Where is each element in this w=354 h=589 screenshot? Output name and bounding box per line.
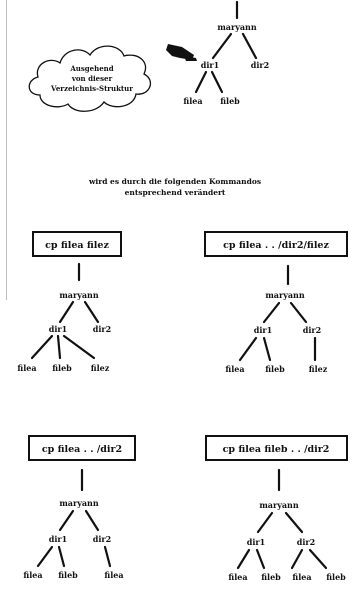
tree-dir1-label: dir1: [49, 324, 67, 334]
tree-root-label: maryann: [265, 290, 305, 300]
example-3: cp filea . . /dir2 maryann dir1 dir2 fil…: [23, 435, 136, 580]
command-box: [32, 231, 122, 257]
caption: wird es durch die folgenden Kommandos en…: [88, 177, 261, 197]
tree-root-label: maryann: [59, 498, 99, 508]
tree-dir1-label: dir1: [201, 60, 219, 70]
edge-root-dir2: [84, 509, 100, 532]
command-text: cp filea filez: [45, 240, 109, 251]
tree-dir2-label: dir2: [93, 324, 111, 334]
command-text: cp filea . . /dir2: [42, 444, 122, 455]
command-box: [204, 231, 348, 257]
tree-file-label: filea: [104, 570, 123, 580]
edge-dir1-child: [56, 334, 62, 360]
tree-root-label: maryann: [59, 290, 99, 300]
edge-dir1-child: [238, 336, 258, 362]
edge-root-dir1: [256, 511, 274, 534]
tree-file-label: filez: [91, 363, 110, 373]
edge-dir2-child: [290, 548, 304, 570]
top-tree: maryann dir1 dir2 filea fileb: [183, 0, 269, 106]
edge-dir2-child: [103, 545, 112, 568]
tree-file-label: filea: [23, 570, 42, 580]
edge-dir1-child: [255, 548, 266, 570]
edge-dir1-fileb: [210, 70, 224, 94]
tree-fileb-label: fileb: [220, 96, 240, 106]
tree-file-label: filez: [309, 364, 328, 374]
tree-dir2-label: dir2: [93, 534, 111, 544]
tree-filea-label: filea: [183, 96, 202, 106]
cloud-line-2: von dieser: [71, 74, 113, 83]
tree-file-label: fileb: [52, 363, 72, 373]
tree-file-label: fileb: [261, 572, 281, 582]
tree-file-label: fileb: [265, 364, 285, 374]
edge-dir1-child: [262, 336, 272, 362]
edge-dir2-child: [308, 548, 328, 570]
command-box: [205, 435, 348, 461]
command-box: [28, 435, 136, 461]
tree-dir1-label: dir1: [247, 537, 265, 547]
tree-file-label: filea: [225, 364, 244, 374]
tree-root-label: maryann: [259, 500, 299, 510]
command-text: cp filea fileb . . /dir2: [223, 444, 330, 455]
tree-dir2-label: dir2: [303, 325, 321, 335]
edge-root-dir1: [262, 301, 281, 324]
tree-dir1-label: dir1: [49, 534, 67, 544]
intro-cloud: Ausgehend von dieser Verzeichnis-Struktu…: [28, 45, 152, 112]
pointing-hand-icon: [166, 44, 197, 61]
edge-root-dir2: [284, 511, 304, 534]
edge-dir1-filea: [194, 70, 208, 94]
tree-dir2-label: dir2: [251, 60, 269, 70]
edge-dir1-child: [36, 545, 54, 568]
tree-dir1-label: dir1: [254, 325, 272, 335]
example-1: cp filea filez maryann dir1 dir2 filea f…: [17, 231, 122, 373]
edge-root-dir1: [58, 509, 75, 532]
edge-root-dir2: [241, 32, 258, 60]
edge-root-dir1: [58, 300, 75, 324]
command-text: cp filea . . /dir2/filez: [223, 240, 329, 251]
tree-root-label: maryann: [217, 22, 257, 32]
tree-dir2-label: dir2: [297, 537, 315, 547]
caption-line-1: wird es durch die folgenden Kommandos: [88, 177, 261, 186]
tree-file-label: filea: [292, 572, 311, 582]
margin-line: [6, 0, 7, 300]
cloud-shape: [28, 45, 152, 112]
example-4: cp filea fileb . . /dir2 maryann dir1 di…: [205, 435, 348, 582]
tree-file-label: fileb: [326, 572, 346, 582]
edge-dir1-child: [30, 334, 54, 360]
example-2: cp filea . . /dir2/filez maryann dir1 di…: [204, 231, 348, 374]
tree-file-label: filea: [17, 363, 36, 373]
edge-root-dir2: [83, 300, 100, 324]
edge-root-dir1: [211, 32, 233, 60]
tree-file-label: filea: [228, 572, 247, 582]
cloud-line-1: Ausgehend: [69, 64, 113, 73]
edge-dir1-child: [57, 545, 66, 568]
edge-dir1-child: [236, 548, 251, 570]
caption-line-2: entsprechend verändert: [125, 188, 226, 197]
edge-dir1-child: [62, 334, 96, 360]
edge-root-dir2: [289, 301, 308, 324]
cloud-line-3: Verzeichnis-Struktur: [50, 84, 133, 93]
tree-file-label: fileb: [58, 570, 78, 580]
